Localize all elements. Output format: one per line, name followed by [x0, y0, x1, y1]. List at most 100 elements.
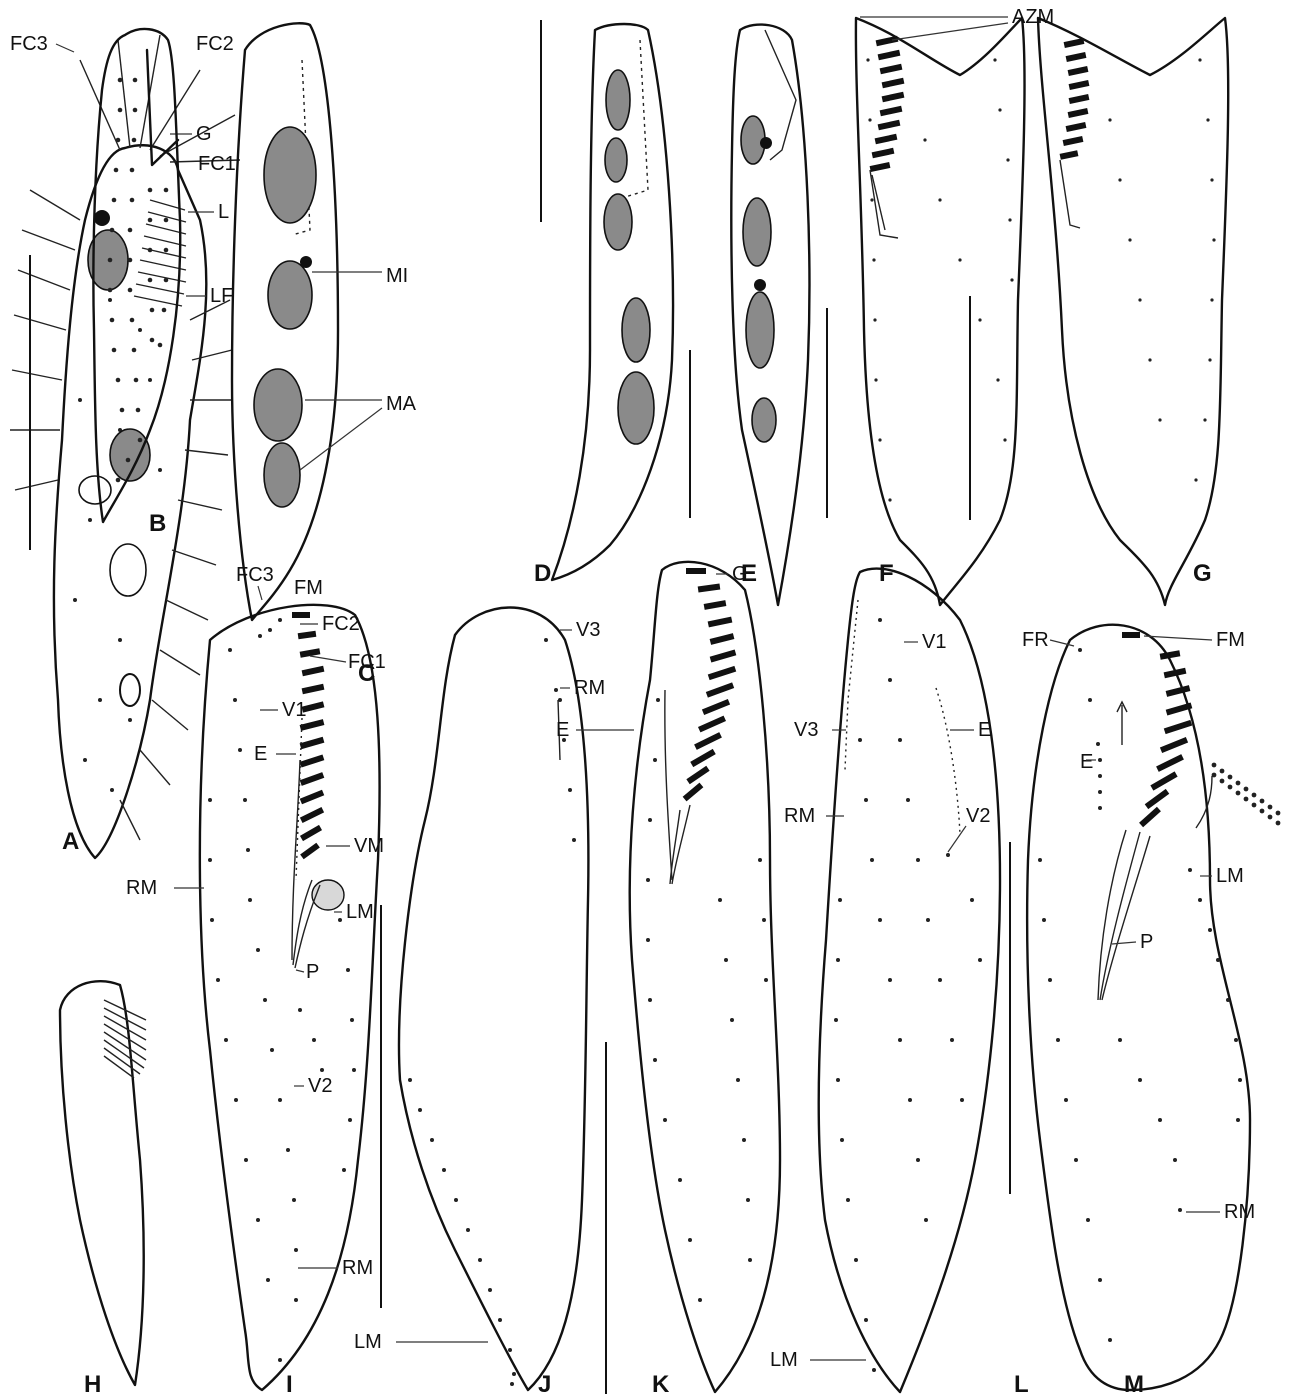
panel-g-cirral-rows — [1108, 58, 1215, 481]
panel-i-cirral-rows — [208, 618, 356, 1362]
panel-g-paroral — [1060, 160, 1080, 228]
panel-e-micronucleus — [754, 279, 766, 291]
panel-letter-f: F — [879, 560, 894, 587]
label-lf: LF — [210, 285, 233, 307]
label-fc1: FC1 — [198, 153, 236, 175]
panel-letter-e: E — [741, 560, 757, 587]
label-fc2: FC2 — [196, 33, 234, 55]
panel-h-drawing — [60, 981, 146, 1385]
panel-c-drawing: MI MA — [232, 20, 541, 620]
panel-m-labels: FR FM E LM P RM — [1022, 629, 1255, 1223]
panel-f-drawing: AZM — [856, 6, 1054, 605]
panel-j-cirral-rows — [408, 638, 576, 1386]
panel-j-drawing: V3 RM E LM — [354, 608, 634, 1395]
panel-m-adoral-zone — [1122, 632, 1192, 827]
panel-letter-j: J — [538, 1371, 551, 1398]
label-v3: V3 — [794, 719, 818, 741]
label-lm: LM — [354, 1331, 382, 1353]
label-e: E — [978, 719, 991, 741]
panel-d-macronucleus — [622, 298, 650, 362]
label-p: P — [306, 961, 319, 983]
panel-l-cirral-rows — [834, 618, 982, 1372]
panel-g-adoral-zone — [1060, 38, 1090, 160]
panel-m-drawing: FR FM E LM P RM — [1022, 625, 1280, 1390]
panel-m-pharynx — [1098, 830, 1150, 1000]
label-rm: RM — [126, 877, 157, 899]
panel-a-marginal-cirri — [10, 190, 232, 840]
label-v1: V1 — [282, 699, 306, 721]
panel-d-macronucleus — [605, 138, 627, 182]
label-rm: RM — [574, 677, 605, 699]
panel-m-cirral-rows — [1038, 648, 1242, 1342]
panel-c-macronucleus — [268, 261, 312, 329]
panel-letter-g: G — [1193, 560, 1212, 587]
label-fc2: FC2 — [322, 613, 360, 635]
panel-c-macronucleus — [264, 127, 316, 223]
label-lm: LM — [770, 1349, 798, 1371]
panel-letter-i: I — [286, 1371, 293, 1398]
panel-e-drawing — [731, 25, 827, 605]
panel-k-paroral — [665, 690, 690, 884]
panel-m-membranelle-detail — [1212, 763, 1281, 826]
label-azm: AZM — [1012, 6, 1054, 28]
panel-l-body-outline — [819, 569, 1000, 1392]
panel-m-arrow — [1117, 702, 1127, 745]
label-e: E — [254, 743, 267, 765]
panel-a-vacuole — [79, 476, 111, 504]
panel-e-micronucleus — [760, 137, 772, 149]
label-ma: MA — [386, 393, 417, 415]
panel-f-body-outline — [856, 18, 1025, 605]
label-v3: V3 — [576, 619, 600, 641]
panel-c-micronucleus — [300, 256, 312, 268]
label-lm: LM — [1216, 865, 1244, 887]
label-vm: VM — [354, 835, 384, 857]
panel-l-drawing: V1 V3 E RM V2 LM — [770, 569, 1010, 1392]
panel-k-body-outline — [630, 562, 780, 1392]
panel-f-paroral — [870, 170, 898, 238]
panel-a-vacuole — [120, 674, 140, 706]
panel-m-body-outline — [1027, 625, 1250, 1390]
label-l: L — [218, 201, 229, 223]
label-v2: V2 — [966, 805, 990, 827]
panel-l-endoral — [936, 688, 960, 835]
label-g: G — [196, 123, 212, 145]
panel-letter-k: K — [652, 1371, 670, 1398]
panel-c-macronucleus — [254, 369, 302, 441]
panel-j-labels: V3 RM E LM — [354, 619, 634, 1353]
label-lm: LM — [346, 901, 374, 923]
panel-d-drawing — [552, 24, 690, 580]
panel-e-macronucleus — [743, 198, 771, 266]
panel-e-macronucleus — [752, 398, 776, 442]
panel-letter-b: B — [149, 510, 166, 537]
panel-a-micronucleus — [94, 210, 110, 226]
label-p: P — [1140, 931, 1153, 953]
panel-c-macronucleus — [264, 443, 300, 507]
label-rm: RM — [784, 805, 815, 827]
panel-a-vacuole — [110, 544, 146, 596]
panel-k-adoral-zone — [683, 568, 737, 801]
panel-letter-h: H — [84, 1371, 101, 1398]
panel-i-drawing: FC3 FM FC2 FC1 V1 E VM RM LM P V2 RM — [126, 564, 386, 1390]
label-rm: RM — [1224, 1201, 1255, 1223]
panel-i-labels: FC3 FM FC2 FC1 V1 E VM RM LM P V2 RM — [126, 564, 386, 1279]
panel-l-kinety — [845, 600, 858, 770]
label-fm: FM — [294, 577, 323, 599]
panel-d-macronucleus — [618, 372, 654, 444]
panel-letter-d: D — [534, 560, 551, 587]
label-fr: FR — [1022, 629, 1049, 651]
label-e: E — [556, 719, 569, 741]
panel-g-body-outline — [1038, 18, 1228, 605]
panel-f-adoral-zone — [870, 36, 905, 172]
panel-h-body-outline — [60, 981, 144, 1385]
label-fc3: FC3 — [10, 33, 48, 55]
label-fm: FM — [1216, 629, 1245, 651]
panel-d-macronucleus — [606, 70, 630, 130]
panel-d-macronucleus — [604, 194, 632, 250]
panel-k-drawing: G — [630, 562, 780, 1392]
panel-i-pharyngeal-fibres — [292, 760, 320, 968]
label-v1: V1 — [922, 631, 946, 653]
panel-letter-l: L — [1014, 1371, 1029, 1398]
panel-g-drawing — [1038, 18, 1228, 605]
label-mi: MI — [386, 265, 408, 287]
